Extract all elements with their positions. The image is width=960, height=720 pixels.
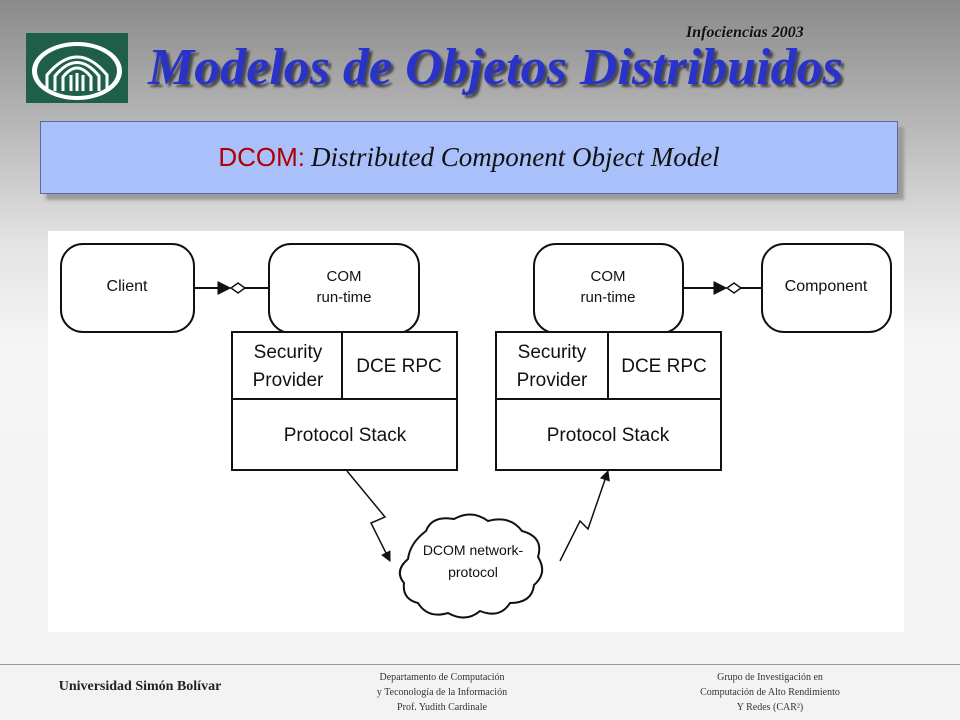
footer-group-line-2: Computación de Alto Rendimiento (700, 687, 840, 698)
component-box (761, 243, 892, 333)
subtitle-prefix: DCOM: (218, 142, 305, 172)
footer-group: Grupo de Investigación en Computación de… (620, 670, 920, 715)
footer-divider (0, 664, 960, 665)
dcom-architecture-diagram: Client COM run-time Security Provider DC… (60, 243, 892, 619)
com-runtime-left-label-2: run-time (316, 289, 371, 306)
com-runtime-right-label-1: COM (591, 268, 626, 285)
footer-group-line-3: Y Redes (CAR²) (736, 702, 804, 713)
network-protocol-label-1: DCOM network- (423, 542, 524, 558)
footer-department: Departamento de Computación y Teconologí… (292, 670, 592, 715)
university-arches-logo-icon (32, 42, 122, 100)
footer-department-line-1: Departamento de Computación (379, 672, 505, 683)
security-provider-right-1: Security (518, 342, 587, 363)
interface-diamond-left (229, 282, 247, 294)
component-label: Component (785, 278, 868, 295)
footer-department-line-2: y Teconología de la Información (376, 687, 508, 698)
client-label: Client (107, 278, 148, 295)
left-stack-box (231, 331, 458, 471)
protocol-stack-left: Protocol Stack (284, 425, 407, 446)
interface-diamond-right (725, 282, 743, 294)
university-logo (26, 33, 128, 103)
footer-university: Universidad Simón Bolívar (58, 679, 222, 694)
dcom-diagram: Client COM run-time Security Provider DC… (48, 231, 904, 632)
footer-department-line-3: Prof. Yudith Cardinale (397, 702, 487, 713)
page-title: Modelos de Objetos Distribuidos (148, 39, 843, 96)
dce-rpc-left: DCE RPC (356, 356, 442, 377)
footer-group-line-1: Grupo de Investigación en (717, 672, 823, 683)
com-runtime-right-label-2: run-time (580, 289, 635, 306)
com-runtime-left-label-1: COM (327, 268, 362, 285)
lightning-connector-right (559, 470, 610, 562)
security-provider-left-1: Security (254, 342, 323, 363)
security-provider-right-2: Provider (517, 370, 588, 391)
conference-label: Infociencias 2003 (686, 24, 804, 41)
subtitle-text: Distributed Component Object Model (310, 142, 720, 172)
subtitle-box: DCOM: Distributed Component Object Model (40, 121, 898, 194)
dcom-network-cloud (398, 513, 544, 619)
protocol-stack-right: Protocol Stack (547, 425, 670, 446)
lightning-connector-left (346, 470, 391, 562)
security-provider-left-2: Provider (253, 370, 324, 391)
network-protocol-label-2: protocol (448, 564, 498, 580)
dce-rpc-right: DCE RPC (621, 356, 707, 377)
